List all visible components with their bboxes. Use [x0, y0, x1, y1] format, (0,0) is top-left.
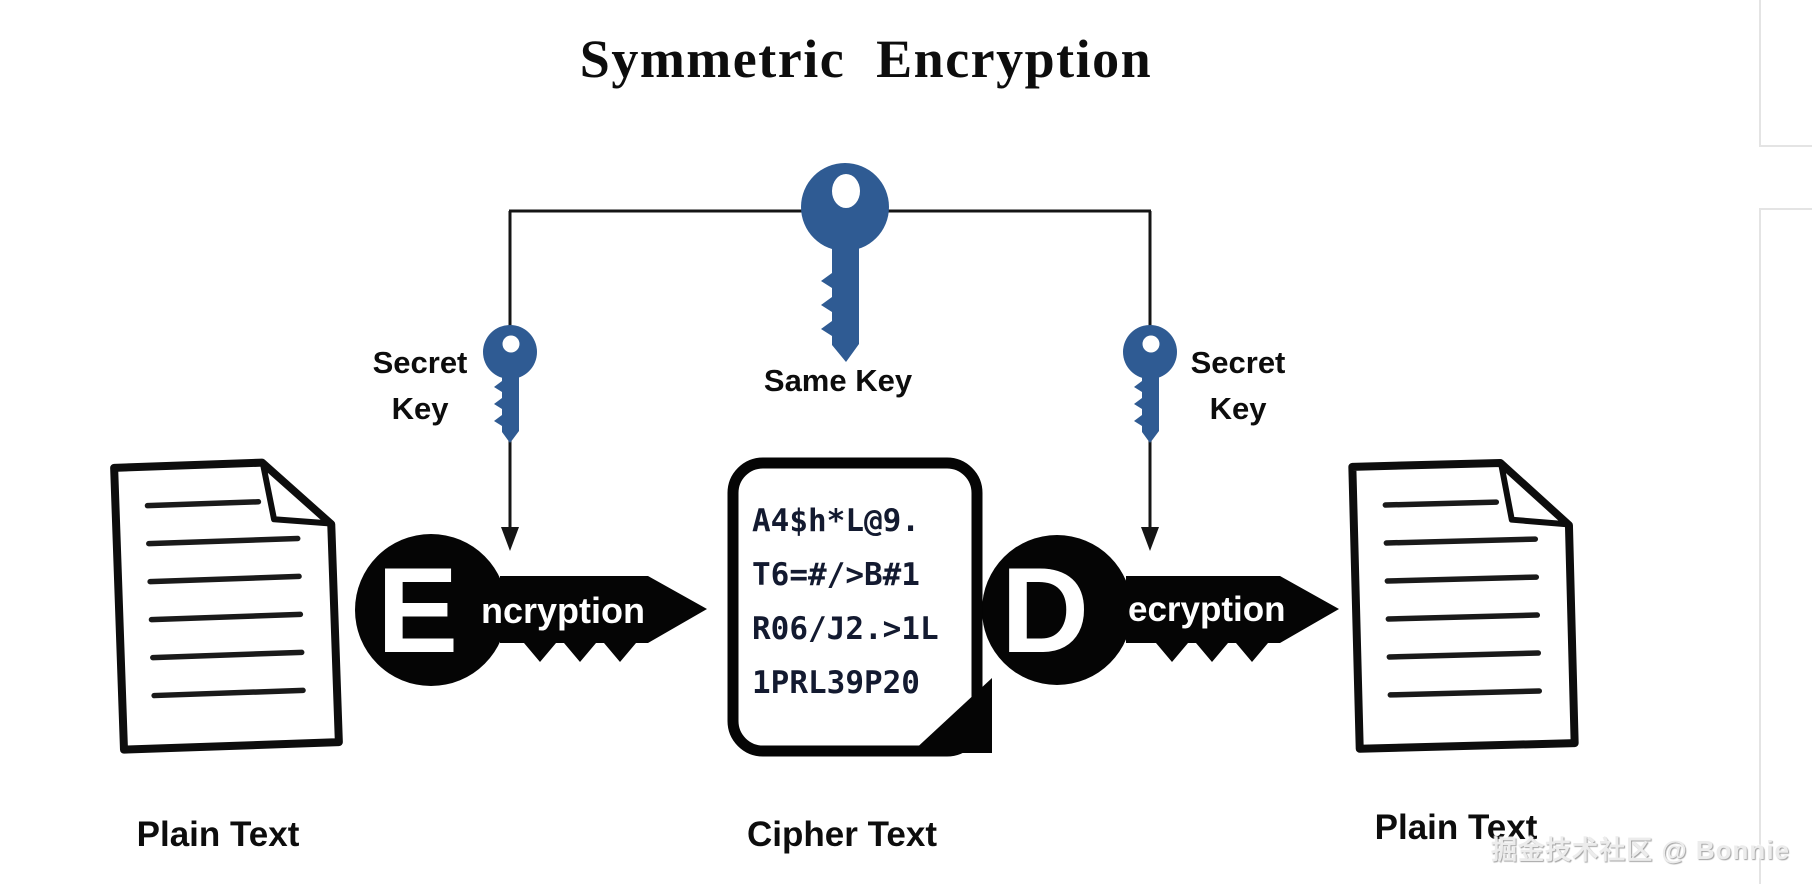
encryption-initial-letter: E: [376, 542, 459, 678]
arrow-down-icon-right: [1141, 527, 1159, 551]
diagram-title: Symmetric Encryption: [579, 29, 1153, 89]
secret-key-icon-left: [483, 325, 537, 443]
cipher-line-3: R06/J2.>1L: [752, 611, 939, 647]
plain-text-label-right: Plain Text: [1374, 808, 1538, 847]
arrow-down-icon-left: [501, 527, 519, 551]
secret-key-label-left: Secret Key: [345, 340, 495, 432]
cipher-text-label: Cipher Text: [747, 815, 937, 854]
secret-key-label-right-line1: Secret: [1190, 345, 1286, 380]
cipher-text-box: [727, 457, 992, 757]
plain-text-label-left: Plain Text: [136, 815, 300, 854]
same-key-label: Same Key: [763, 363, 913, 398]
cipher-text-content: A4$h*L@9. T6=#/>B#1 R06/J2.>1L 1PRL39P20: [752, 494, 972, 710]
decryption-initial-letter: D: [1000, 542, 1090, 678]
secret-key-label-right-line2: Key: [1209, 391, 1267, 426]
decryption-word-rest: ecryption: [1128, 590, 1286, 629]
watermark: 掘金技术社区 @ Bonnie: [1491, 835, 1790, 865]
encryption-key-icon: [355, 534, 707, 686]
secret-key-label-right: Secret Key: [1163, 340, 1313, 432]
plain-text-document-icon-left: [110, 458, 343, 754]
cipher-line-4: 1PRL39P20: [752, 665, 920, 701]
master-key-icon: [801, 163, 889, 362]
secret-key-label-left-line1: Secret: [372, 345, 468, 380]
page-edge-panel-top: [1759, 0, 1812, 147]
secret-key-icon-right: [1123, 325, 1177, 443]
cipher-line-2: T6=#/>B#1: [752, 557, 920, 593]
secret-key-label-left-line2: Key: [391, 391, 449, 426]
page-edge-panel-bottom: [1759, 208, 1812, 884]
decryption-key-icon: [982, 535, 1339, 685]
encryption-word-rest: ncryption: [481, 590, 646, 631]
plain-text-document-icon-right: [1348, 458, 1579, 753]
cipher-line-1: A4$h*L@9.: [752, 503, 920, 539]
